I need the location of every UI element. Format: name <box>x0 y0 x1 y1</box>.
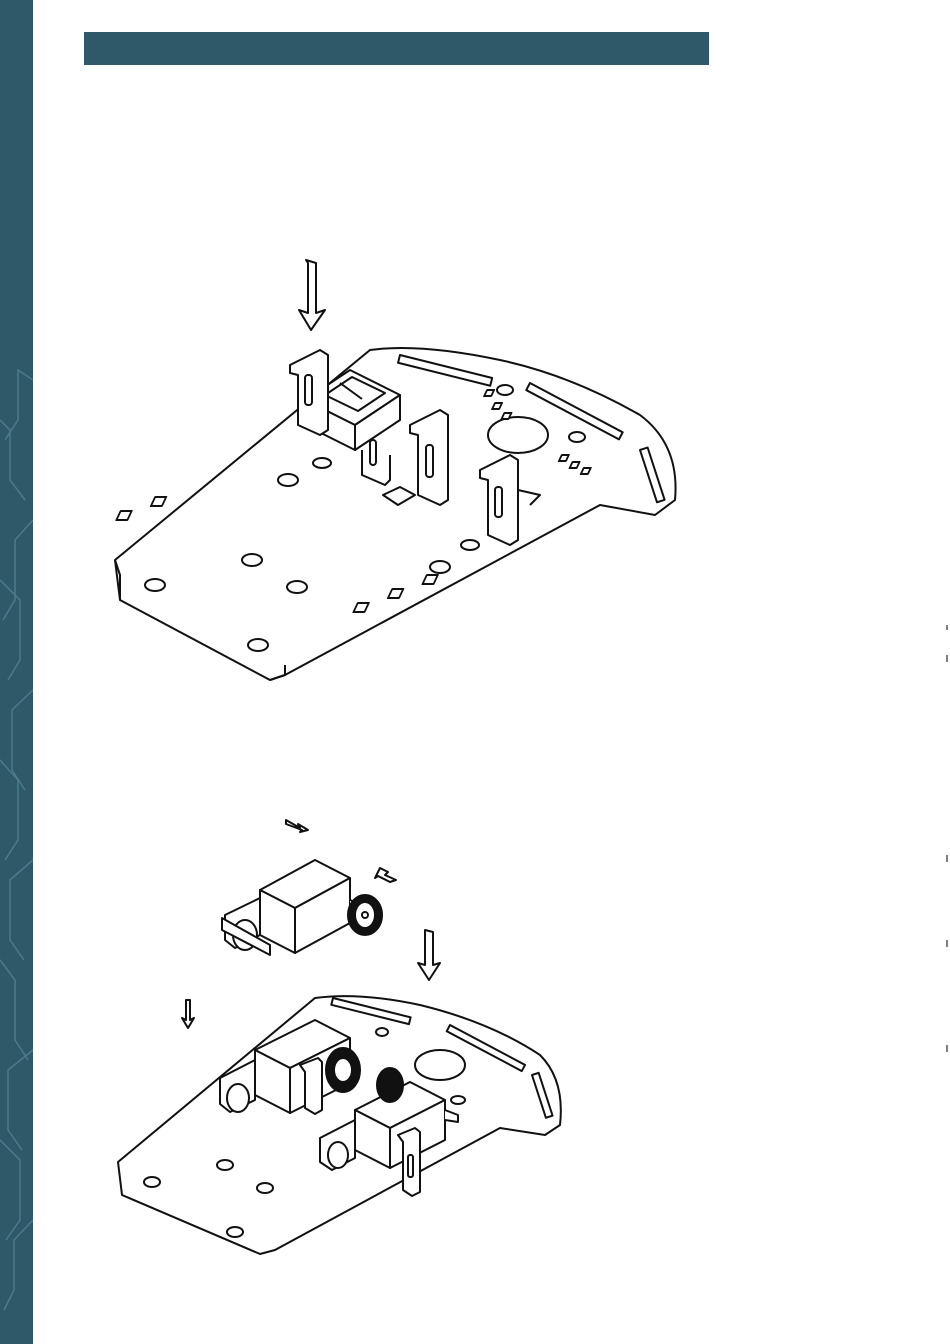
small-arrow-icon <box>182 1000 194 1028</box>
small-arrow-icon <box>286 820 308 832</box>
motor-assembly-illustration <box>100 810 580 1270</box>
section-header-bar <box>84 32 709 65</box>
assembly-figure-step-1 <box>100 255 700 695</box>
down-arrow-icon <box>418 930 440 980</box>
gear-motor <box>222 860 370 955</box>
assembly-figure-step-2 <box>100 810 580 1270</box>
page-edge-marks <box>944 600 950 1100</box>
wheel-hub <box>348 895 382 935</box>
decorative-side-strip <box>0 0 33 1344</box>
small-arrow-icon <box>375 868 396 882</box>
circuit-trace-icon <box>0 0 33 1344</box>
down-arrow-icon <box>299 260 325 330</box>
chassis-assembly-illustration <box>100 255 700 695</box>
